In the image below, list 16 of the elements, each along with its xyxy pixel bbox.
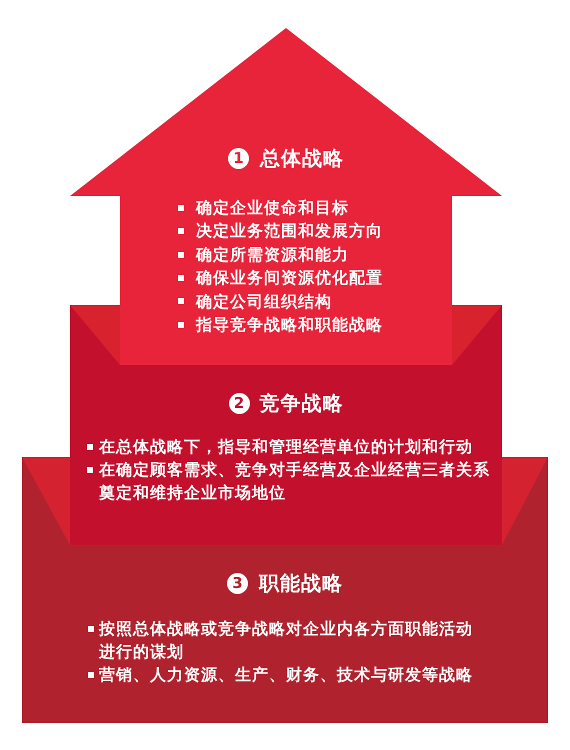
- bullet-text: 确定企业使命和目标: [196, 197, 350, 219]
- bullet-text: 在总体战略下，指导和管理经营单位的计划和行动: [99, 436, 474, 458]
- bullet-text: 在确定顾客需求、竞争对手经营及企业经营三者关系奠定和维持企业市场地位: [99, 459, 491, 504]
- bullet-text: 决定业务范围和发展方向: [196, 220, 384, 242]
- banner-panel: [22, 545, 548, 723]
- bullet-text: 确定公司组织结构: [196, 290, 333, 313]
- section-heading: 竞争战略: [260, 391, 344, 415]
- house-shape: [70, 28, 502, 365]
- section-heading: 总体战略: [260, 146, 344, 170]
- bullet-text: 按照总体战略或竞争战略对企业内各方面职能活动进行的谋划: [99, 618, 474, 663]
- bullet-text: 营销、人力资源、生产、财务、技术与研发等战略: [99, 664, 474, 686]
- section-heading: 职能战略: [259, 571, 343, 595]
- bullet-text: 确定所需资源和能力: [196, 244, 350, 266]
- bullet-text: 指导竞争战略和职能战略: [196, 314, 384, 336]
- bullet-text: 确保业务间资源优化配置: [196, 267, 384, 290]
- banner-panel: [70, 365, 502, 545]
